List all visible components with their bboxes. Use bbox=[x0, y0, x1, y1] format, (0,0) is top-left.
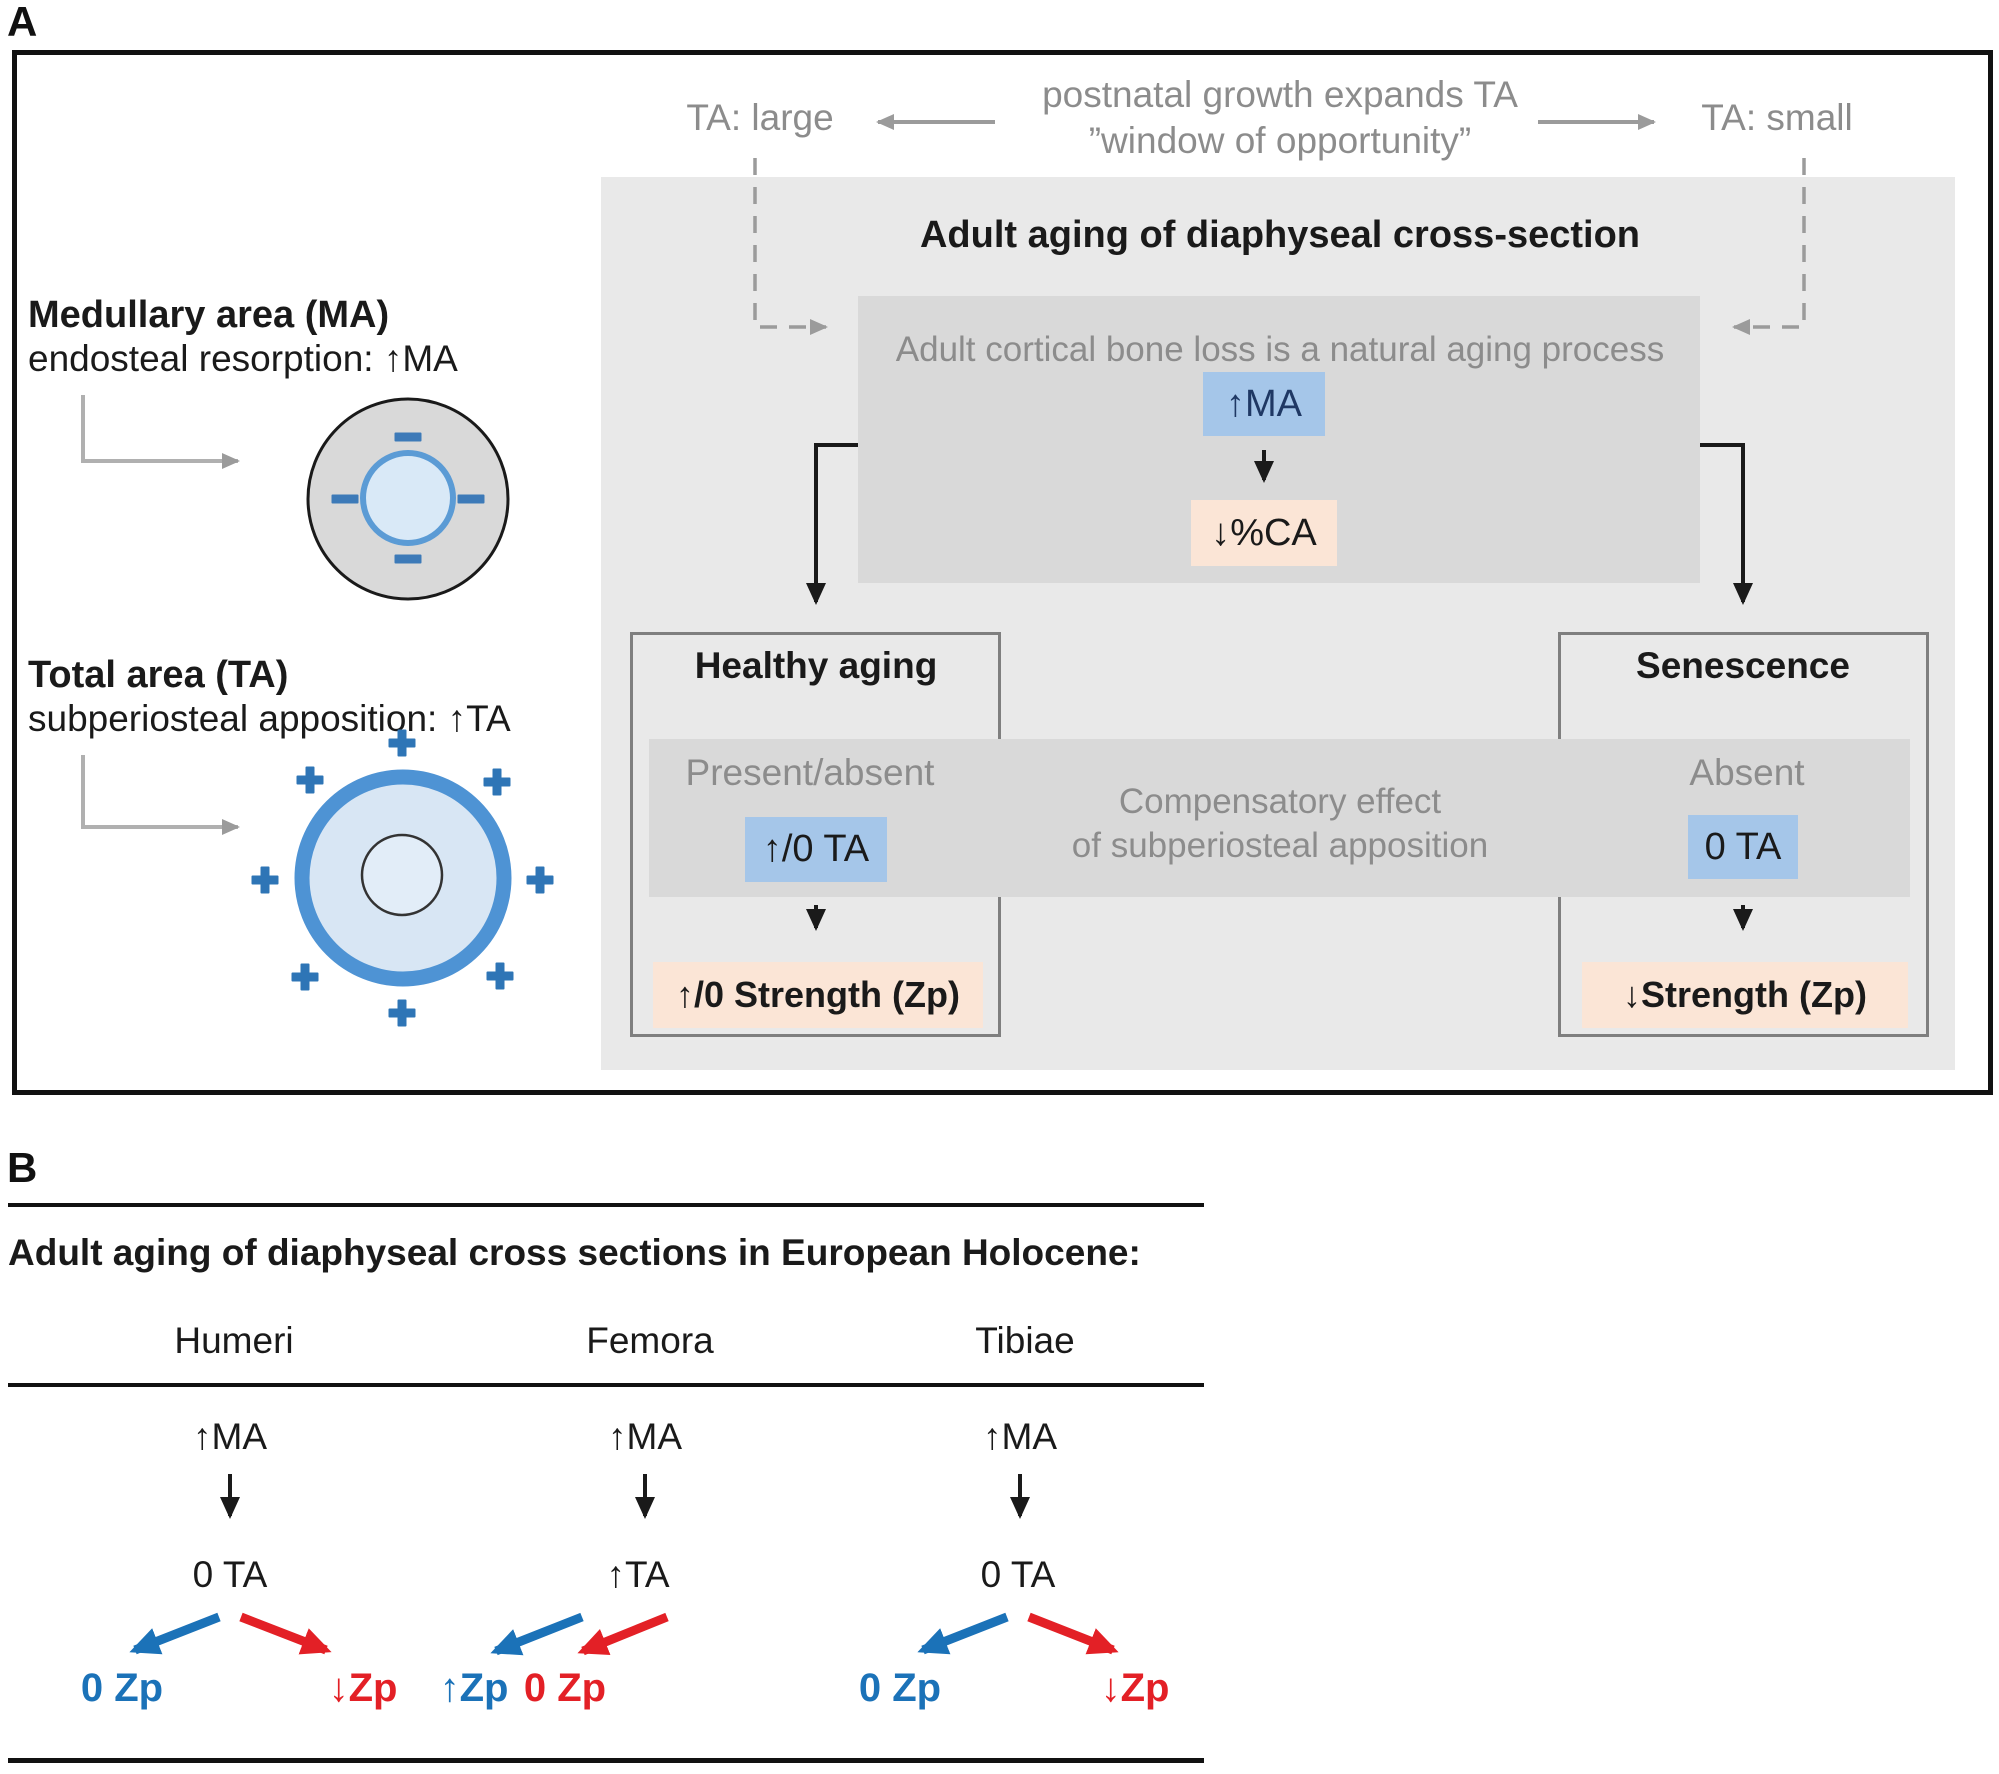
femora-red-arrow-icon bbox=[577, 1612, 669, 1656]
ca-decrease-box: ↓%CA bbox=[1191, 500, 1337, 566]
growth-caption-line1: postnatal growth expands TA bbox=[1042, 74, 1518, 115]
femora-zp-red: 0 Zp bbox=[523, 1666, 607, 1710]
panel-b-mid-rule bbox=[8, 1383, 1204, 1387]
panel-b-title: Adult aging of diaphyseal cross sections… bbox=[8, 1232, 1141, 1273]
senescence-ta-box: 0 TA bbox=[1688, 815, 1798, 879]
healthy-ta-box: ↑/0 TA bbox=[745, 817, 887, 882]
total-area-subtitle: subperiosteal apposition: ↑TA bbox=[28, 698, 511, 739]
compensatory-line2: of subperiosteal apposition bbox=[1071, 826, 1489, 865]
ca-decrease-text: ↓%CA bbox=[1211, 511, 1317, 554]
ta-large-label: TA: large bbox=[686, 97, 834, 138]
healthy-aging-title: Healthy aging bbox=[694, 645, 938, 686]
aging-title: Adult aging of diaphyseal cross-section bbox=[919, 214, 1641, 256]
panel-b-bottom-rule bbox=[8, 1758, 1204, 1763]
femora-zp-blue: ↑Zp bbox=[439, 1666, 509, 1710]
tibiae-zp-red: ↓Zp bbox=[1100, 1666, 1170, 1710]
total-area-title: Total area (TA) bbox=[28, 654, 289, 696]
healthy-band-label: Present/absent bbox=[685, 752, 935, 793]
femora-ma-label: ↑MA bbox=[608, 1416, 682, 1457]
senescence-band-label: Absent bbox=[1689, 752, 1805, 793]
humeri-blue-arrow-icon bbox=[129, 1612, 221, 1655]
tibiae-red-arrow-icon bbox=[1027, 1612, 1119, 1655]
panel-b-label: B bbox=[7, 1144, 38, 1191]
tibiae-zp-blue: 0 Zp bbox=[858, 1666, 942, 1710]
senescence-strength-text: ↓Strength (Zp) bbox=[1623, 974, 1867, 1015]
humeri-ta-label: 0 TA bbox=[192, 1554, 268, 1595]
column-header-humeri: Humeri bbox=[174, 1320, 294, 1361]
femora-blue-arrow-icon bbox=[490, 1612, 584, 1656]
humeri-zp-blue: 0 Zp bbox=[80, 1666, 164, 1710]
senescence-title: Senescence bbox=[1636, 645, 1850, 686]
panel-a-label: A bbox=[7, 0, 38, 45]
humeri-red-arrow-icon bbox=[239, 1612, 332, 1655]
medullary-title: Medullary area (MA) bbox=[28, 294, 390, 336]
healthy-strength-box: ↑/0 Strength (Zp) bbox=[653, 962, 983, 1028]
humeri-zp-red: ↓Zp bbox=[328, 1666, 398, 1710]
growth-caption-line2: ”window of opportunity” bbox=[1088, 120, 1472, 161]
ma-increase-text: ↑MA bbox=[1226, 382, 1302, 425]
medullary-subtitle: endosteal resorption: ↑MA bbox=[28, 338, 458, 379]
humeri-ma-label: ↑MA bbox=[193, 1416, 267, 1457]
tibiae-ta-label: 0 TA bbox=[980, 1554, 1056, 1595]
healthy-strength-text: ↑/0 Strength (Zp) bbox=[676, 974, 960, 1015]
senescence-strength-box: ↓Strength (Zp) bbox=[1582, 962, 1908, 1028]
panel-a-frame bbox=[12, 50, 1993, 1095]
tibiae-ma-label: ↑MA bbox=[983, 1416, 1057, 1457]
healthy-ta-text: ↑/0 TA bbox=[762, 828, 870, 870]
ma-increase-box: ↑MA bbox=[1203, 372, 1325, 436]
column-header-femora: Femora bbox=[586, 1320, 714, 1361]
senescence-ta-text: 0 TA bbox=[1704, 825, 1782, 868]
column-header-tibiae: Tibiae bbox=[975, 1320, 1075, 1361]
compensatory-line1: Compensatory effect bbox=[1118, 782, 1442, 821]
femora-ta-label: ↑TA bbox=[606, 1554, 670, 1595]
cortical-loss-text: Adult cortical bone loss is a natural ag… bbox=[895, 330, 1665, 369]
ta-small-label: TA: small bbox=[1701, 97, 1853, 138]
panel-b-top-rule bbox=[8, 1203, 1204, 1207]
tibiae-blue-arrow-icon bbox=[917, 1612, 1009, 1655]
